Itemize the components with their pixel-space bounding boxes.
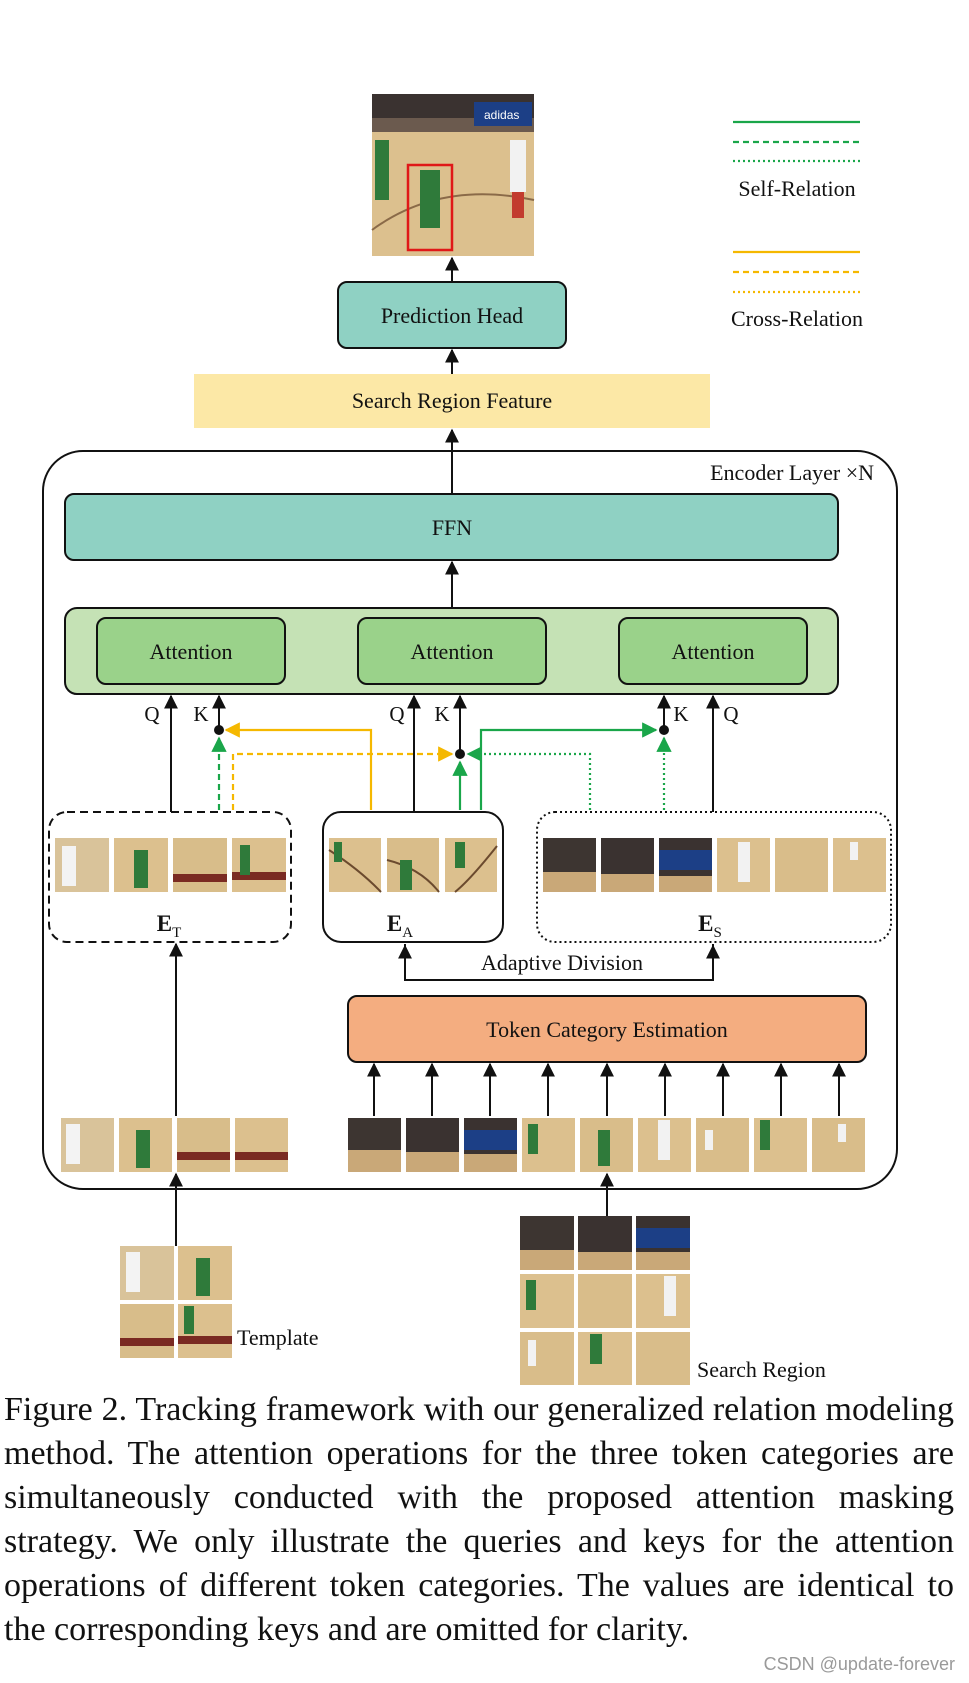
es-label: ES <box>698 911 722 941</box>
es-token-patches <box>543 838 886 892</box>
adaptive-division-label: Adaptive Division <box>481 950 643 975</box>
framework-diagram: Self-Relation Cross-Relation adidas Pred… <box>42 94 898 1385</box>
junction-dot-adaptive <box>455 749 465 759</box>
ea-token-patches <box>328 838 498 893</box>
et-token-box <box>48 811 292 943</box>
legend: Self-Relation Cross-Relation <box>731 120 863 331</box>
token-category-estimation-label: Token Category Estimation <box>486 1017 728 1042</box>
token-category-estimation-box <box>347 995 867 1063</box>
ea-label: EA <box>387 911 413 941</box>
adaptive-division-connector <box>404 944 714 981</box>
k-label-2: K <box>434 702 449 726</box>
attention-label-template: Attention <box>149 639 232 664</box>
self-dotted-es-to-adaptive <box>466 746 592 810</box>
ffn-box <box>64 493 839 561</box>
template-token-row <box>61 1118 288 1172</box>
cross-relation-label: Cross-Relation <box>731 306 863 331</box>
template-label: Template <box>237 1325 319 1350</box>
prediction-head-label: Prediction Head <box>381 303 523 328</box>
et-token-patches <box>55 838 286 892</box>
figure-caption: Figure 2. Tracking framework with our ge… <box>4 1391 954 1648</box>
attention-box-search <box>618 617 808 685</box>
target-bounding-box <box>406 163 454 252</box>
search-region-feature-band <box>194 374 710 428</box>
q-label-3: Q <box>723 702 738 726</box>
adidas-banner-text: adidas <box>484 108 519 122</box>
attention-label-search: Attention <box>671 639 754 664</box>
search-region-feature-label: Search Region Feature <box>352 388 552 413</box>
encoder-layer-label: Encoder Layer ×N <box>710 460 874 485</box>
k-label-1: K <box>193 702 208 726</box>
k-label-3: K <box>673 702 688 726</box>
output-frame-image: adidas <box>371 94 535 256</box>
junction-dot-template <box>214 725 224 735</box>
template-image <box>120 1246 232 1358</box>
search-region-image <box>520 1216 690 1385</box>
search-token-arrows <box>367 1062 846 1116</box>
search-region-label: Search Region <box>697 1357 826 1382</box>
junction-dot-search <box>659 725 669 735</box>
et-label: ET <box>157 911 182 941</box>
search-token-row <box>348 1118 865 1172</box>
watermark: CSDN @update-forever <box>763 1654 955 1674</box>
cross-solid-ea-to-template <box>224 722 373 810</box>
self-relation-label: Self-Relation <box>738 176 855 201</box>
self-solid-ea-to-search <box>479 722 658 810</box>
encoder-layer-container <box>42 450 898 1190</box>
attention-box-template <box>96 617 286 685</box>
attention-label-adaptive: Attention <box>410 639 493 664</box>
cross-dashed-et-to-adaptive <box>231 746 454 810</box>
q-label-2: Q <box>389 702 404 726</box>
ffn-label: FFN <box>432 515 472 540</box>
prediction-head-box <box>337 281 567 349</box>
q-label-1: Q <box>144 702 159 726</box>
attention-box-adaptive <box>357 617 547 685</box>
